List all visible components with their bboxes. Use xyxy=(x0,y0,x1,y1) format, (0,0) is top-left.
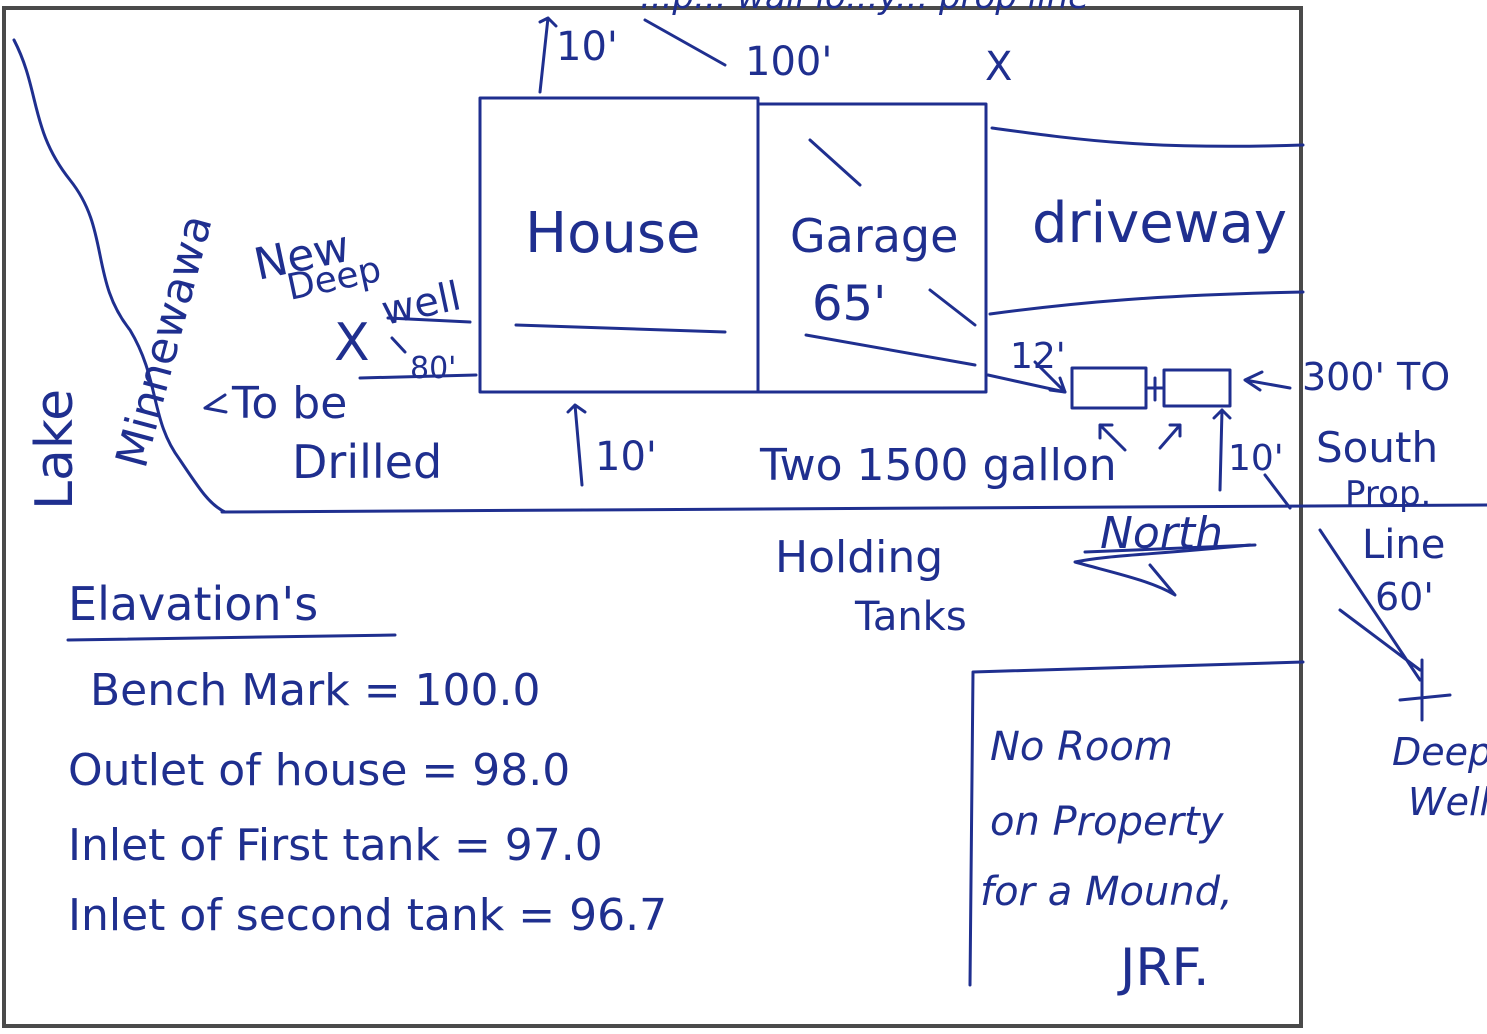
tank-gap-label: 12' xyxy=(1010,336,1066,377)
tank-connector xyxy=(1144,376,1166,402)
elevation-row: Inlet of second tank = 96.7 xyxy=(68,890,667,941)
well-distance-label: 80' xyxy=(410,351,456,386)
driveway-label: driveway xyxy=(1032,191,1287,256)
garage-hatch-top xyxy=(808,138,862,187)
top-length-label: 100' xyxy=(745,39,832,85)
south-distance-label: 300' TO xyxy=(1302,355,1450,399)
garage-outline xyxy=(756,102,988,394)
top-dimension-stroke xyxy=(643,18,727,67)
note-box-border xyxy=(968,660,1305,987)
garage-underline xyxy=(804,333,977,367)
lake-label: Lake xyxy=(25,389,85,510)
south-distance-arrow xyxy=(1243,370,1292,392)
north-underline xyxy=(1083,543,1257,554)
to-be-drilled-arrow xyxy=(203,393,228,414)
garage-hatch-bottom xyxy=(928,288,977,327)
south-prop-line2: Prop. xyxy=(1345,474,1431,514)
tanks-label-line2: Holding xyxy=(775,532,943,583)
driveway-top-edge xyxy=(990,126,1305,148)
note-line: No Room xyxy=(990,724,1173,770)
house-underline xyxy=(514,323,727,334)
deep-well-line2: Well xyxy=(1408,780,1487,824)
top-offset-arrow xyxy=(538,16,558,94)
prop-line-length-label: 60' xyxy=(1375,575,1434,619)
lake-name-label: Minnewawa xyxy=(106,210,222,473)
north-arrow xyxy=(1073,543,1252,597)
bottom-offset-label: 10' xyxy=(595,434,657,480)
driveway-bottom-edge xyxy=(988,290,1305,316)
tank-side-label: 10' xyxy=(1228,438,1284,479)
new-well-mark: X xyxy=(334,313,370,373)
south-prop-line1: South xyxy=(1316,423,1438,472)
elevations-underline xyxy=(66,633,397,642)
property-line xyxy=(220,503,1487,514)
note-line: for a Mound, xyxy=(980,869,1233,915)
tank1-arrow xyxy=(1098,423,1127,452)
header-scrap: ...p... wall lo...y... prop line xyxy=(640,0,1089,17)
to-be-label: To be xyxy=(231,378,347,429)
elevations-title: Elavation's xyxy=(68,577,318,631)
elevation-row: Outlet of house = 98.0 xyxy=(68,745,570,796)
top-offset-label: 10' xyxy=(556,24,618,70)
well-distance-line xyxy=(386,316,472,354)
deep-well-line xyxy=(1263,473,1422,682)
tank-side-arrow xyxy=(1212,408,1232,492)
page-frame xyxy=(2,6,1303,1028)
south-prop-line3: Line xyxy=(1362,522,1445,568)
top-mark-label: X xyxy=(985,44,1012,90)
house-label: House xyxy=(525,201,701,266)
holding-tank-1[interactable] xyxy=(1070,366,1148,410)
drilled-label: Drilled xyxy=(292,435,442,489)
deep-well-line1: Deep xyxy=(1392,730,1487,774)
elevation-row: Inlet of First tank = 97.0 xyxy=(68,820,603,871)
tank-gap-arrow xyxy=(1033,360,1067,394)
well-distance-line-lower xyxy=(358,373,478,380)
elevation-row: Bench Mark = 100.0 xyxy=(90,665,541,716)
new-well-line3: well xyxy=(378,273,465,335)
garage-length-label: 65' xyxy=(812,276,886,332)
note-line: on Property xyxy=(990,799,1225,845)
deep-well-marker xyxy=(1398,658,1452,722)
lake-shoreline xyxy=(12,38,227,514)
tank2-arrow xyxy=(1158,423,1182,450)
garage-label: Garage xyxy=(790,209,958,263)
holding-tank-2[interactable] xyxy=(1162,368,1232,408)
north-label: North xyxy=(1100,508,1223,559)
tanks-label-line1: Two 1500 gallon xyxy=(759,440,1117,491)
bottom-offset-arrow xyxy=(566,403,587,487)
tanks-label-line3: Tanks xyxy=(854,594,967,640)
note-initials: JRF. xyxy=(1117,938,1210,998)
